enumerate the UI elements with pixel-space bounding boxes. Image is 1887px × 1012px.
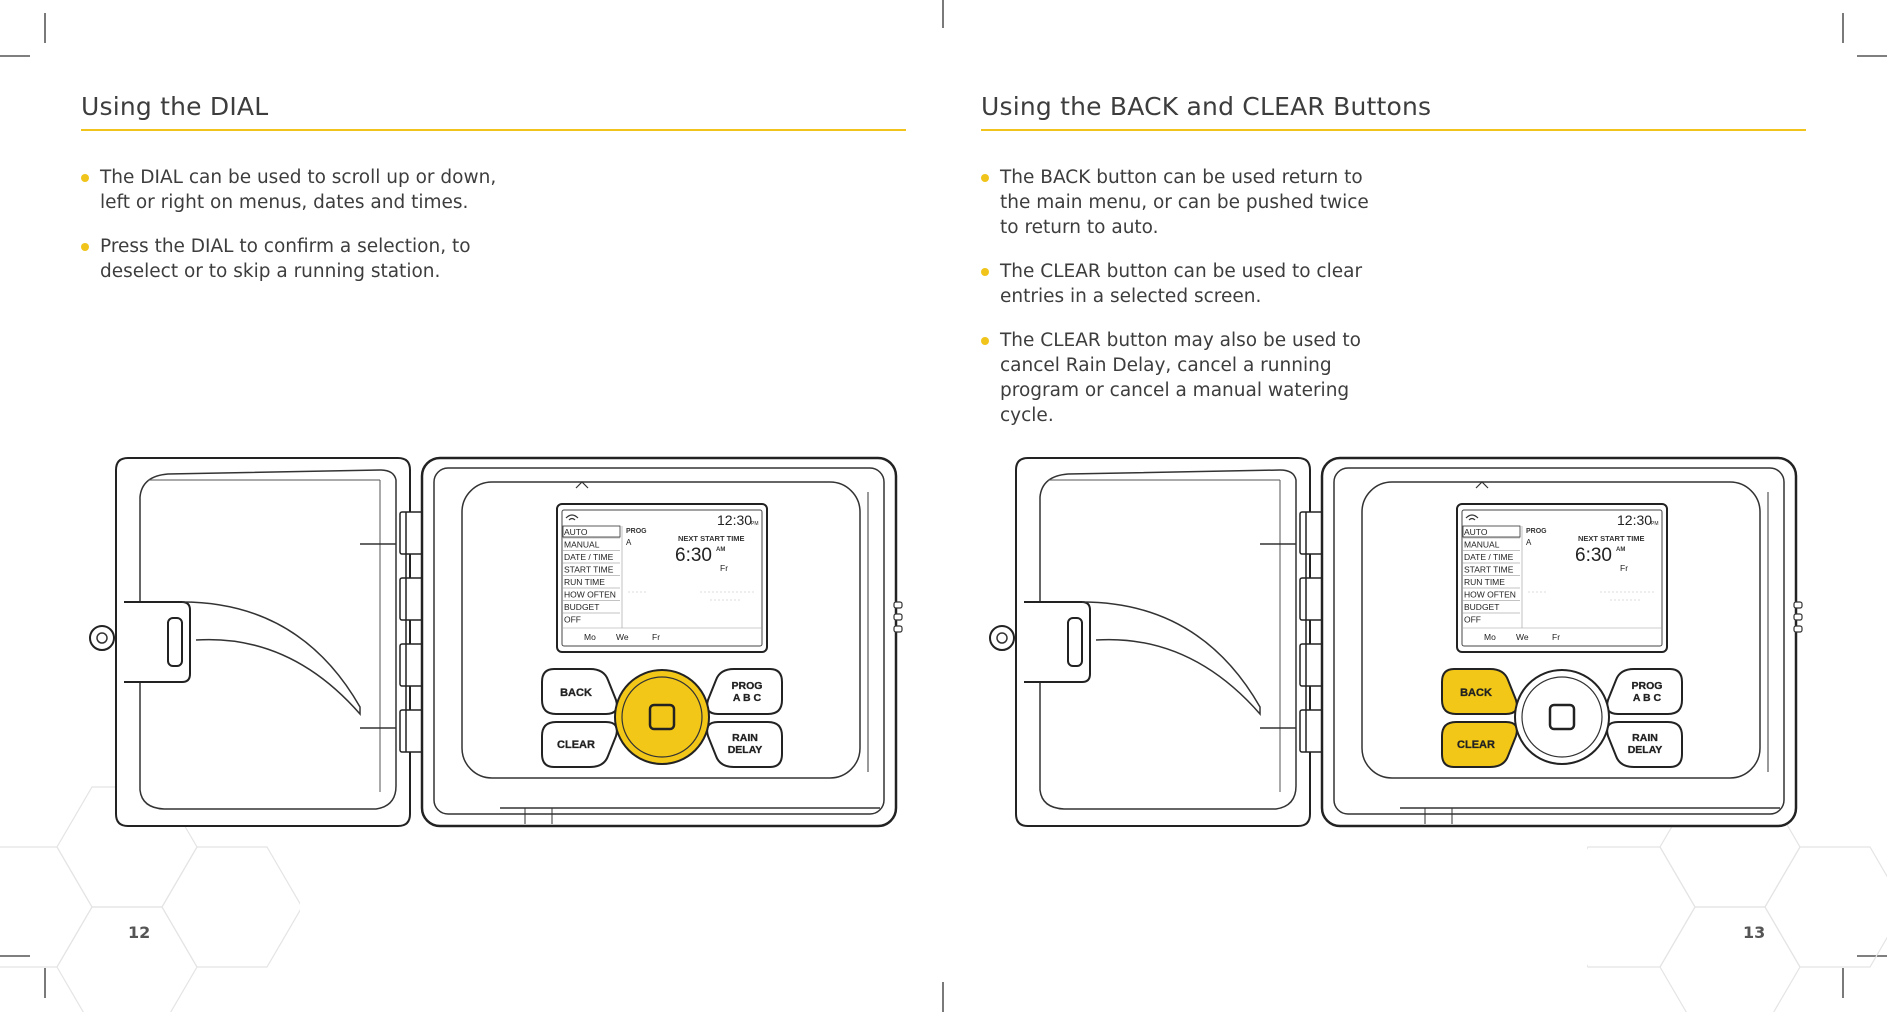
back-button-label: BACK: [1460, 687, 1492, 699]
lcd-day: Mo: [584, 632, 596, 642]
rain-delay-sublabel: DELAY: [728, 744, 763, 756]
bullet-dot: [981, 174, 989, 182]
bullet-dot: [981, 268, 989, 276]
clear-button-label: CLEAR: [557, 739, 595, 751]
controller-illustration-back-clear: 12:30 PM AUTO MANUAL DATE / TIME START T…: [989, 456, 1803, 828]
lcd-next-start-time: 6:30: [675, 545, 712, 566]
prog-button[interactable]: [706, 668, 783, 715]
lcd-prog-value: A: [1526, 538, 1532, 547]
lcd-next-start-time: 6:30: [1575, 545, 1612, 566]
left-page-title: Using the DIAL: [81, 92, 269, 121]
list-item: Press the DIAL to confirm a selection, t…: [81, 234, 521, 284]
prog-button-sublabel: A B C: [1633, 692, 1662, 704]
controller-device: 12:30 PM AUTO MANUAL DATE / TIME START T…: [89, 456, 903, 828]
right-page-title: Using the BACK and CLEAR Buttons: [981, 92, 1432, 121]
prog-button-sublabel: A B C: [733, 692, 762, 704]
lcd-next-day: Fr: [720, 563, 728, 573]
lcd-menu-item: HOW OFTEN: [564, 590, 616, 600]
lcd-clock-suffix: PM: [751, 521, 759, 527]
page-number-right: 13: [1743, 923, 1766, 942]
lcd-menu-item: AUTO: [564, 527, 588, 537]
dial-control[interactable]: [1514, 669, 1610, 765]
rain-delay-sublabel: DELAY: [1628, 744, 1663, 756]
list-item: The CLEAR button can be used to clear en…: [981, 259, 1381, 309]
lcd-menu-item: BUDGET: [1464, 602, 1499, 612]
lcd-menu-item: OFF: [564, 615, 581, 625]
lcd-menu-item: RUN TIME: [1464, 577, 1505, 587]
lcd-next-day: Fr: [1620, 563, 1628, 573]
lcd-day: Mo: [1484, 632, 1496, 642]
back-button[interactable]: [541, 668, 618, 715]
lcd-day: We: [1516, 632, 1529, 642]
back-button[interactable]: [1441, 668, 1518, 715]
lcd-menu-item: AUTO: [1464, 527, 1488, 537]
right-title-rule: [981, 129, 1806, 131]
lcd-prog-label: PROG: [626, 528, 647, 535]
lcd-next-start-suffix: AM: [1616, 547, 1625, 553]
list-item: The BACK button can be used return to th…: [981, 165, 1381, 240]
lcd-day: Fr: [652, 632, 660, 642]
lcd-menu-item: OFF: [1464, 615, 1481, 625]
list-item: The DIAL can be used to scroll up or dow…: [81, 165, 521, 215]
bullet-dot: [981, 337, 989, 345]
rain-delay-label: RAIN: [732, 732, 758, 744]
lcd-menu-item: DATE / TIME: [1464, 552, 1514, 562]
dial-control[interactable]: [614, 669, 710, 765]
bullet-dot: [81, 243, 89, 251]
lcd-menu-item: DATE / TIME: [564, 552, 614, 562]
left-bullet-list: The DIAL can be used to scroll up or dow…: [81, 165, 521, 303]
prog-button-label: PROG: [732, 680, 763, 692]
lcd-clock: 12:30: [1617, 512, 1652, 528]
controller-illustration-dial: 12:30 PM AUTO MANUAL DATE / TIME START T…: [89, 456, 903, 828]
lcd-next-start-label: NEXT START TIME: [678, 534, 745, 543]
lcd-prog-value: A: [626, 538, 632, 547]
prog-button[interactable]: [1606, 668, 1683, 715]
controller-device: 12:30 PM AUTO MANUAL DATE / TIME START T…: [989, 456, 1803, 828]
right-bullet-list: The BACK button can be used return to th…: [981, 165, 1381, 447]
lcd-day: Fr: [1552, 632, 1560, 642]
lcd-day: We: [616, 632, 629, 642]
clear-button-label: CLEAR: [1457, 739, 1495, 751]
lcd-clock: 12:30: [717, 512, 752, 528]
rain-delay-label: RAIN: [1632, 732, 1658, 744]
lcd-menu-item: RUN TIME: [564, 577, 605, 587]
lcd-menu-item: MANUAL: [1464, 540, 1500, 550]
list-item: The CLEAR button may also be used to can…: [981, 328, 1381, 428]
lcd-menu-item: START TIME: [564, 565, 614, 575]
left-title-rule: [81, 129, 906, 131]
lcd-prog-label: PROG: [1526, 528, 1547, 535]
lcd-clock-suffix: PM: [1651, 521, 1659, 527]
page-number-left: 12: [128, 923, 151, 942]
lcd-next-start-label: NEXT START TIME: [1578, 534, 1645, 543]
bullet-dot: [81, 174, 89, 182]
lcd-next-start-suffix: AM: [716, 547, 725, 553]
lcd-menu-item: MANUAL: [564, 540, 600, 550]
prog-button-label: PROG: [1632, 680, 1663, 692]
lcd-menu-item: HOW OFTEN: [1464, 590, 1516, 600]
back-button-label: BACK: [560, 687, 592, 699]
lcd-menu-item: BUDGET: [564, 602, 599, 612]
lcd-menu-item: START TIME: [1464, 565, 1514, 575]
